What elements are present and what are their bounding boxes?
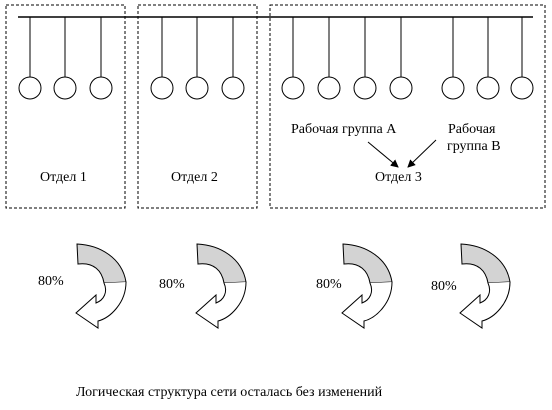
workstation-node [389, 76, 413, 100]
arrow-label-2: 80% [159, 277, 185, 292]
arrow-label-1: 80% [38, 274, 64, 289]
workstation-node [476, 76, 500, 100]
workstation-node [317, 76, 341, 100]
workgroup-b-pointer [407, 139, 437, 168]
workstation-node [510, 76, 534, 100]
department-label-2: Отдел 2 [171, 170, 218, 185]
department-box-2 [137, 4, 258, 209]
workgroup-b-label-line2: группа B [447, 139, 501, 154]
arrow-label-4: 80% [431, 279, 457, 294]
workstation-node [221, 76, 245, 100]
department-box-1 [5, 4, 126, 209]
workstation-node [89, 76, 113, 100]
workgroup-a-pointer [367, 141, 399, 168]
traffic-arrow-1 [75, 243, 127, 329]
workstation-node [53, 76, 77, 100]
workstation-node [353, 76, 377, 100]
workstation-node [441, 76, 465, 100]
department-label-1: Отдел 1 [40, 170, 87, 185]
department-label-3: Отдел 3 [375, 170, 422, 185]
workstation-nodes [18, 17, 534, 100]
traffic-arrow-4 [459, 243, 511, 329]
workstation-node [150, 76, 174, 100]
traffic-arrow-3 [341, 243, 393, 329]
workstation-node [185, 76, 209, 100]
workgroup-a-label: Рабочая группа А [291, 122, 397, 137]
workstation-node [281, 76, 305, 100]
arrow-label-3: 80% [316, 277, 342, 292]
department-box-3 [269, 4, 546, 209]
workstation-node [18, 76, 42, 100]
traffic-arrow-2 [195, 243, 247, 329]
workgroup-b-label-line1: Рабочая [448, 122, 496, 137]
diagram-caption: Логическая структура сети осталась без и… [76, 385, 383, 400]
